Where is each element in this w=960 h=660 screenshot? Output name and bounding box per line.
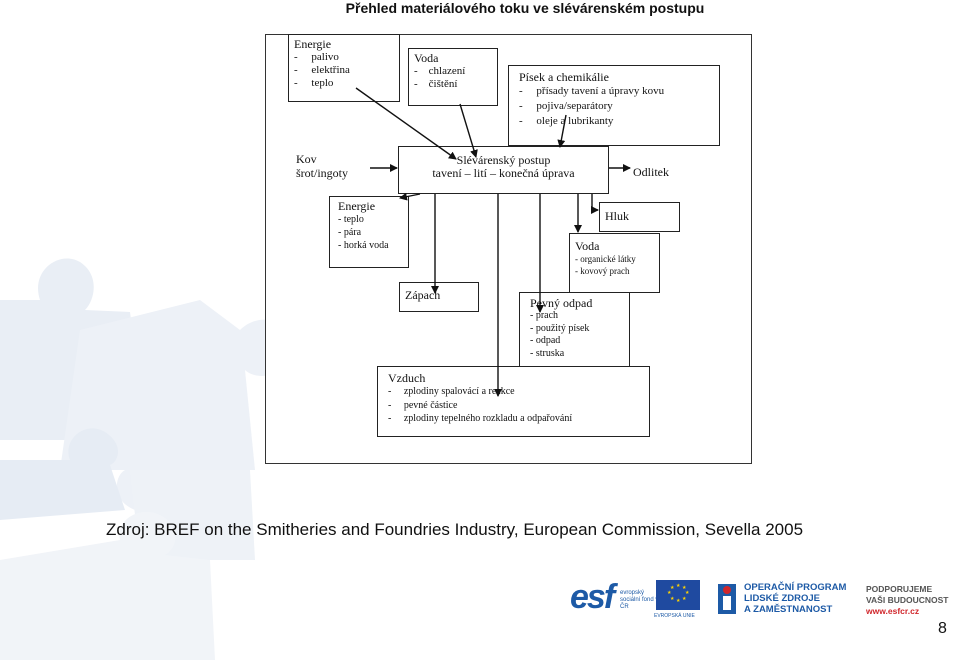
footer-logos: esf evropský sociální fond v ČR ★★★ ★★★ … (570, 578, 960, 624)
energie-output-item: - pára (338, 227, 362, 238)
kov-label-line: šrot/ingoty (296, 166, 349, 180)
hluk-box: Hluk (599, 202, 680, 232)
page-number: 8 (938, 620, 947, 637)
energie-input-item: - palivo (294, 51, 339, 63)
eu-label: EVROPSKÁ UNIE (654, 613, 695, 619)
pisek-chemikalie-item: - přísady tavení a úpravy kovu (519, 85, 665, 97)
energie-output-item: - horká voda (338, 240, 389, 251)
energie-output-box: Energie - teplo - pára - horká voda (329, 196, 409, 268)
energie-output-item: - teplo (338, 214, 364, 225)
voda-output-heading: Voda (575, 239, 600, 253)
vzduch-item: - pevné částice (388, 399, 458, 411)
esf-logo: esf (570, 578, 615, 616)
energie-input-item: - teplo (294, 77, 334, 89)
vzduch-box: Vzduch - zplodiny spalovácí a reakce - p… (377, 366, 650, 437)
pisek-chemikalie-item: - oleje a lubrikanty (519, 115, 614, 127)
diagram-title: Přehled materiálového toku ve slévárensk… (345, 0, 705, 16)
kov-label: Kov šrot/ingoty (296, 152, 348, 180)
support-line: PODPORUJEME (866, 584, 933, 594)
pevny-odpad-item: - prach (530, 310, 559, 321)
svg-text:★: ★ (676, 583, 681, 589)
pevny-odpad-item: - struska (530, 347, 565, 359)
support-line: VAŠI BUDOUCNOST (866, 595, 949, 605)
support-url: www.esfcr.cz (866, 606, 920, 616)
voda-input-heading: Voda (414, 51, 439, 65)
pisek-chemikalie-box: Písek a chemikálie - přísady tavení a úp… (508, 65, 720, 146)
op-lidske-zdroje-icon (718, 584, 736, 614)
voda-output-item: - kovový prach (575, 266, 630, 276)
vzduch-item: - zplodiny spalovácí a reakce (388, 386, 515, 397)
energie-input-item: - elektřina (294, 64, 350, 76)
pevny-odpad-item: - odpad (530, 335, 561, 346)
op-program-text: OPERAČNÍ PROGRAM LIDSKÉ ZDROJE A ZAMĚSTN… (744, 582, 854, 615)
esf-small-text: evropský sociální fond v ČR (620, 590, 659, 610)
energie-input-heading: Energie (294, 37, 332, 51)
pevny-odpad-item: - použitý písek (530, 322, 590, 334)
energie-output-heading: Energie (338, 199, 376, 213)
support-text: PODPORUJEME VAŠI BUDOUCNOST www.esfcr.cz (866, 584, 960, 617)
svg-text:★: ★ (670, 585, 675, 591)
svg-text:★: ★ (685, 590, 690, 596)
zapach-label: Zápach (405, 288, 441, 302)
energie-input-box: Energie - palivo - elektřina - teplo (288, 34, 400, 102)
svg-text:★: ★ (676, 598, 681, 604)
svg-text:★: ★ (682, 596, 687, 602)
voda-input-item: - čištění (414, 78, 458, 90)
vzduch-item: - zplodiny tepelného rozkladu a odpařová… (388, 413, 573, 424)
op-line: A ZAMĚSTNANOST (744, 604, 833, 615)
kov-label-line: Kov (296, 152, 317, 166)
pisek-chemikalie-heading: Písek a chemikálie (519, 70, 609, 84)
pevny-odpad-box: Pevný odpad - prach - použitý písek - od… (519, 292, 630, 367)
slevarensky-postup-box: Slévárenský postup tavení – lití – koneč… (398, 146, 609, 194)
zapach-box: Zápach (399, 282, 479, 312)
process-line: Slévárenský postup (456, 153, 551, 167)
svg-text:★: ★ (667, 590, 672, 596)
hluk-label: Hluk (605, 209, 629, 223)
svg-text:★: ★ (682, 585, 687, 591)
svg-text:★: ★ (670, 596, 675, 602)
pevny-odpad-heading: Pevný odpad (530, 296, 593, 310)
vzduch-heading: Vzduch (388, 371, 426, 385)
pisek-chemikalie-item: - pojiva/separátory (519, 100, 613, 112)
voda-output-item: - organické látky (575, 254, 636, 264)
voda-input-box: Voda - chlazení - čištění (408, 48, 498, 106)
voda-input-item: - chlazení (414, 65, 466, 77)
op-line: OPERAČNÍ PROGRAM (744, 582, 847, 593)
process-line: tavení – lití – konečná úprava (432, 166, 575, 180)
odlitek-label: Odlitek (633, 165, 669, 179)
source-caption: Zdroj: BREF on the Smitheries and Foundr… (106, 520, 804, 539)
voda-output-box: Voda - organické látky - kovový prach (569, 233, 660, 293)
op-line: LIDSKÉ ZDROJE (744, 593, 821, 604)
eu-flag-icon: ★★★ ★★★ ★★ (656, 580, 700, 610)
